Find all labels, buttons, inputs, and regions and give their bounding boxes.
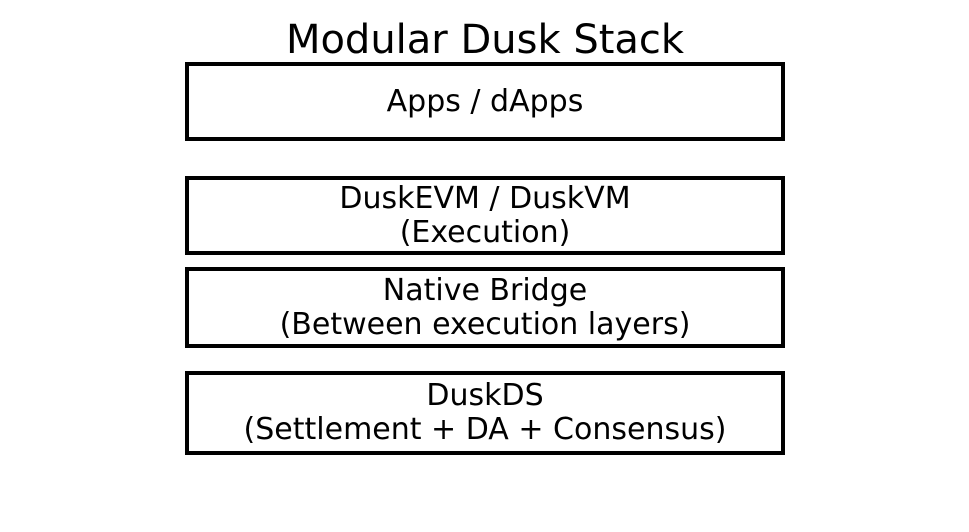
layer-box-execution: DuskEVM / DuskVM (Execution)	[185, 176, 785, 255]
layer-label-duskds-name: DuskDS	[426, 378, 544, 413]
layer-label-execution-name: DuskEVM / DuskVM	[339, 180, 631, 216]
layer-box-apps: Apps / dApps	[185, 62, 785, 141]
layer-box-duskds: DuskDS (Settlement + DA + Consensus)	[185, 371, 785, 455]
layer-label-apps: Apps / dApps	[386, 83, 584, 119]
layer-label-bridge-role: (Between execution layers)	[279, 306, 691, 342]
layer-label-execution-role: (Execution)	[399, 214, 571, 250]
layer-box-native-bridge: Native Bridge (Between execution layers)	[185, 267, 785, 348]
layer-label-duskds-role: (Settlement + DA + Consensus)	[243, 412, 727, 447]
layer-label-bridge-name: Native Bridge	[382, 272, 588, 308]
diagram-title: Modular Dusk Stack	[285, 17, 685, 63]
